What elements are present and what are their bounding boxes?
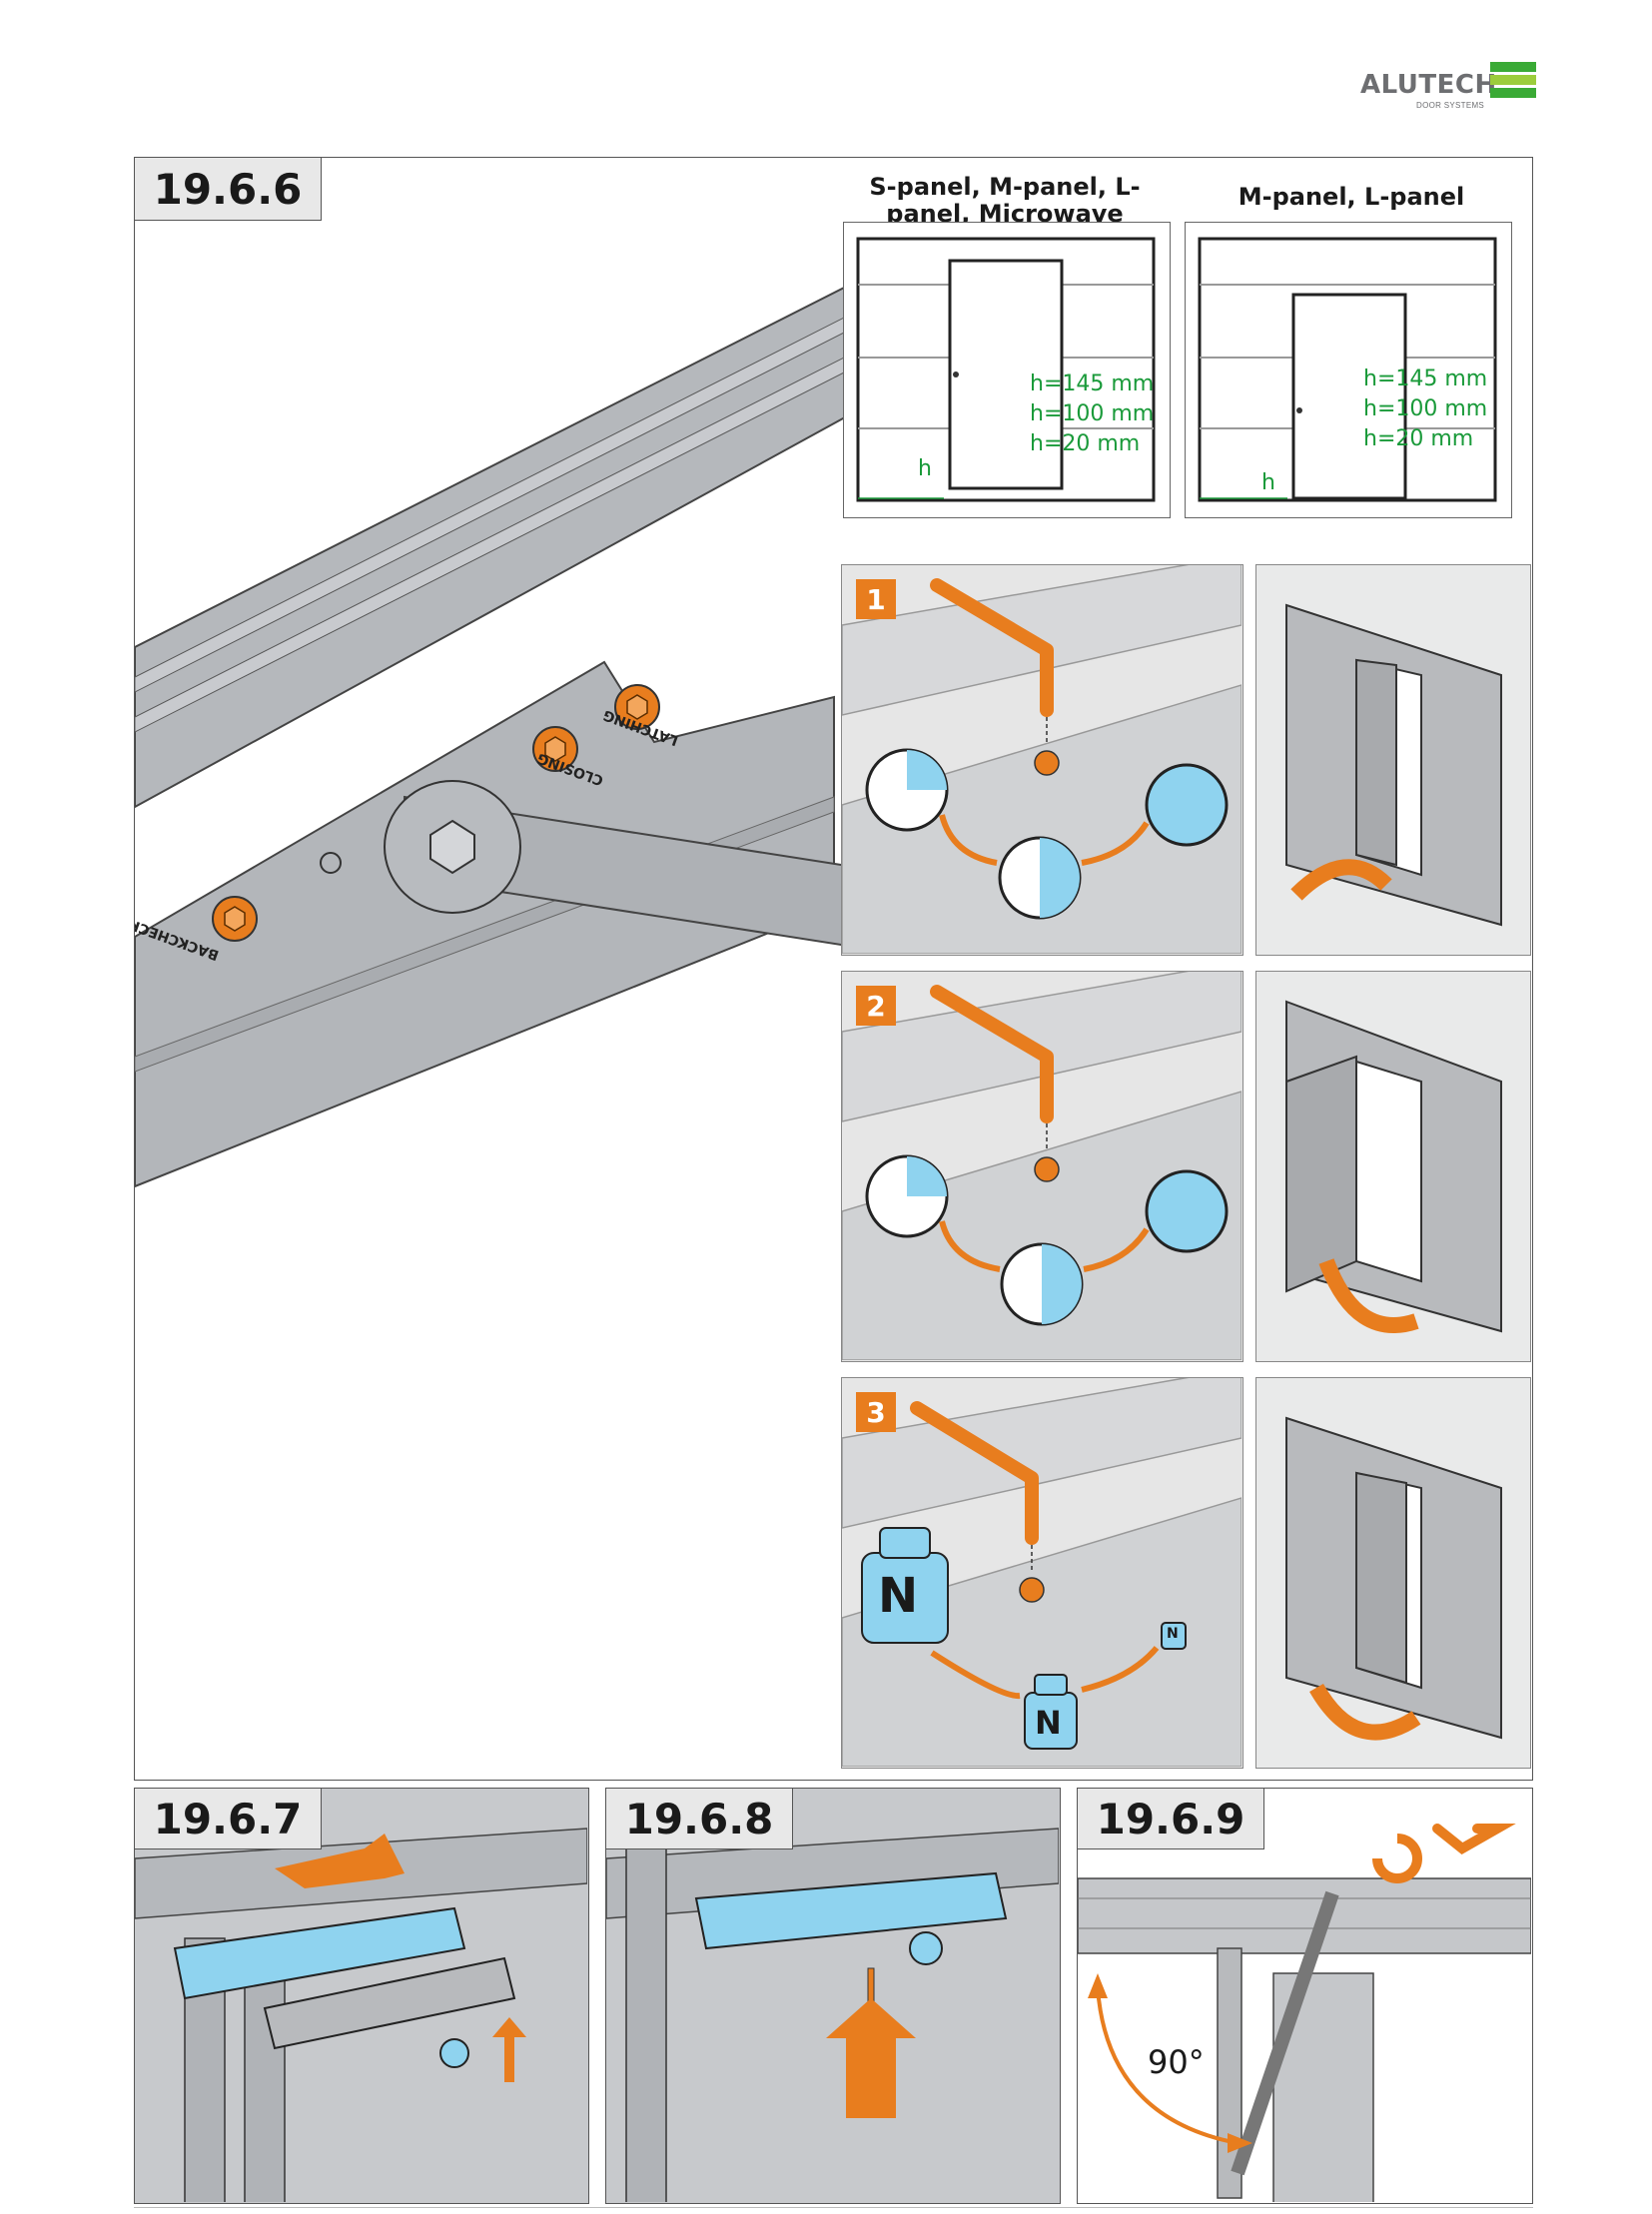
step-number-19-6-6: 19.6.6 [134,157,322,221]
step-19-6-9-illustration: 90° [1077,1788,1533,2204]
door-closer-closeup: BACKCHECK CLOSING LATCHING [135,281,854,1188]
height-100-right: h=100 mm [1363,396,1488,421]
brand-logo-mark [1490,62,1536,101]
step-number-19-6-7: 19.6.7 [134,1788,322,1849]
door-diagram-left: h=145 mm h=100 mm h=20 mm h [843,222,1171,518]
substep-number-1: 1 [856,579,896,619]
weight-large-label: N [878,1568,919,1624]
substep-1-door-result [1255,564,1531,956]
step-number-19-6-8: 19.6.8 [605,1788,793,1849]
angle-90-label: 90° [1148,2043,1205,2081]
step-19-6-8-illustration [605,1788,1061,2204]
step-number-19-6-9: 19.6.9 [1077,1788,1264,1849]
substep-number-2: 2 [856,986,896,1026]
substep-number-3: 3 [856,1392,896,1432]
height-20-right: h=20 mm [1363,426,1474,451]
weight-medium-label: N [1035,1704,1062,1742]
door-diagram-right: h=145 mm h=100 mm h=20 mm h [1185,222,1512,518]
step-19-6-7-illustration [134,1788,589,2204]
height-145: h=145 mm [1030,371,1155,396]
h-label-right: h [1261,470,1275,495]
height-20: h=20 mm [1030,431,1141,456]
panel-type-title-left: S-panel, M-panel, L-panel, Microwave [869,173,1141,228]
weight-small-label: N [1167,1626,1179,1642]
substep-3-door-result [1255,1377,1531,1769]
substep-3-adjust-backcheck: 3 N N N [841,1377,1243,1769]
substep-2-adjust-closing: 2 [841,971,1243,1362]
brand-logo-subtitle: DOOR SYSTEMS [1416,101,1485,110]
footer-divider [134,2207,1533,2208]
height-100: h=100 mm [1030,401,1155,426]
h-label-left: h [918,456,932,481]
brand-logo-text: ALUTECH [1360,70,1497,100]
substep-2-door-result [1255,971,1531,1362]
height-145-right: h=145 mm [1363,367,1488,391]
panel-type-title-right: M-panel, L-panel [1238,183,1465,211]
substep-1-adjust-latching: 1 [841,564,1243,956]
